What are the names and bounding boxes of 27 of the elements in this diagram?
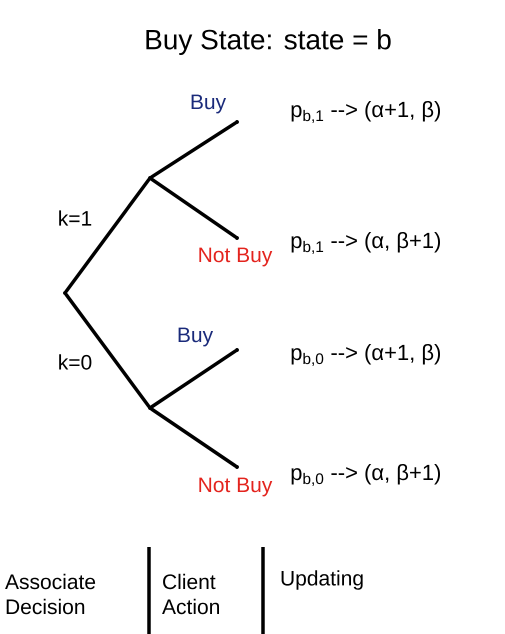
title: Buy State: state = b [146, 28, 391, 56]
branch-point [63, 291, 67, 295]
edge-label: k=0 [59, 354, 92, 370]
column-label: Client Action [162, 574, 219, 614]
branch-point [235, 348, 239, 352]
tree-branch [150, 349, 238, 409]
branch-point [235, 120, 239, 124]
outcome-label: p$_{b,1}$ --> (α, β+1) [292, 232, 440, 254]
tree-branch [150, 177, 238, 239]
outcome-label: p$_{b,1}$ --> (α+1, β) [292, 101, 440, 123]
edge-label: Not Buy [199, 248, 272, 266]
column-label: Updating [282, 570, 363, 590]
outcome-label: p$_{b,0}$ --> (α, β+1) [292, 464, 440, 486]
edge-label: Buy [178, 328, 214, 346]
tree-branch [150, 407, 238, 468]
outcome-label: p$_{b,0}$ --> (α+1, β) [292, 344, 440, 366]
branch-point [148, 406, 152, 410]
tree-branch [64, 178, 151, 294]
tree-branch [150, 121, 238, 179]
tree-branch [64, 292, 151, 408]
branch-point [235, 465, 239, 469]
edge-label: Not Buy [199, 478, 272, 496]
edge-label: k=1 [59, 210, 92, 226]
column-label: Associate Decision [5, 574, 96, 614]
branch-point [148, 176, 152, 180]
branch-point [235, 236, 239, 240]
edge-label: Buy [192, 94, 226, 114]
